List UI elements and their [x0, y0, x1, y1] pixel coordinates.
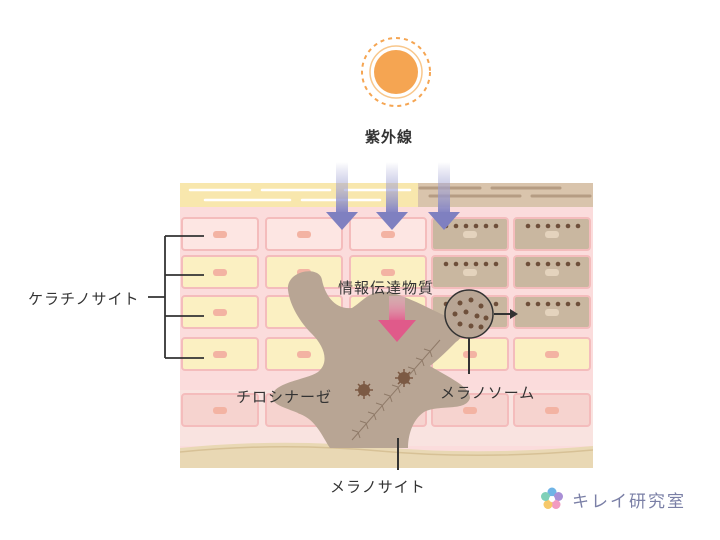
cell-nucleus	[297, 231, 311, 238]
cell-nucleus	[213, 407, 227, 414]
melanin-granule	[453, 223, 459, 229]
melanin-granule	[565, 223, 571, 229]
logo-text: キレイ研究室	[572, 491, 686, 512]
melanin-granule	[545, 301, 551, 307]
melanin-granule	[525, 261, 531, 267]
uv-label: 紫外線	[365, 128, 414, 146]
melanin-granule	[565, 261, 571, 267]
melanin-granule	[555, 223, 561, 229]
messenger-arrow	[378, 296, 416, 342]
cell-nucleus	[213, 351, 227, 358]
melanin-granule	[555, 301, 561, 307]
keratinocyte-bracket	[148, 235, 204, 359]
cell-nucleus	[463, 269, 477, 276]
melanin-granule	[545, 261, 551, 267]
melanin-granule	[575, 223, 581, 229]
melanin-granule	[473, 261, 479, 267]
melanosome-label: メラノソーム	[440, 384, 536, 402]
cell-nucleus	[545, 309, 559, 316]
melanin-granule	[565, 301, 571, 307]
cell-nucleus	[463, 407, 477, 414]
melanin-granule	[555, 261, 561, 267]
melanosome-icon	[444, 289, 518, 374]
uv-arrows	[326, 162, 460, 230]
melanocyte-label: メラノサイト	[330, 478, 426, 496]
cell-nucleus	[545, 269, 559, 276]
melanin-granule	[535, 261, 541, 267]
logo: キレイ研究室	[538, 485, 686, 513]
melanin-granule	[493, 261, 499, 267]
melanin-granule	[575, 301, 581, 307]
melanin-granule	[535, 301, 541, 307]
messenger-label: 情報伝達物質	[338, 279, 435, 297]
basement-membrane	[180, 442, 593, 468]
cell-nucleus	[545, 407, 559, 414]
cell-nucleus	[297, 351, 311, 358]
tyrosinase-label: チロシナーゼ	[236, 388, 333, 406]
cell-nucleus	[213, 309, 227, 316]
melanin-granule	[483, 261, 489, 267]
melanin-granule	[493, 223, 499, 229]
cell-nucleus	[213, 269, 227, 276]
melanin-granule	[575, 261, 581, 267]
cell-nucleus	[545, 351, 559, 358]
melanin-granule	[443, 261, 449, 267]
melanin-granule	[493, 301, 499, 307]
cell-nucleus	[381, 269, 395, 276]
skin-cross-section	[180, 183, 593, 468]
melanin-granule	[525, 223, 531, 229]
cell-nucleus	[545, 231, 559, 238]
cell-nucleus	[463, 231, 477, 238]
melanin-granule	[453, 261, 459, 267]
cell-nucleus	[381, 231, 395, 238]
melanin-granule	[535, 223, 541, 229]
keratinocyte-label: ケラチノサイト	[28, 290, 140, 308]
melanin-granule	[525, 301, 531, 307]
melanin-granule	[473, 223, 479, 229]
melanin-granule	[463, 223, 469, 229]
flower-icon	[541, 487, 563, 509]
cell-nucleus	[213, 231, 227, 238]
sun-icon	[361, 37, 431, 107]
melanin-granule	[463, 261, 469, 267]
melanocyte-cell	[272, 271, 470, 448]
melanin-granule	[483, 223, 489, 229]
melanin-granule	[545, 223, 551, 229]
